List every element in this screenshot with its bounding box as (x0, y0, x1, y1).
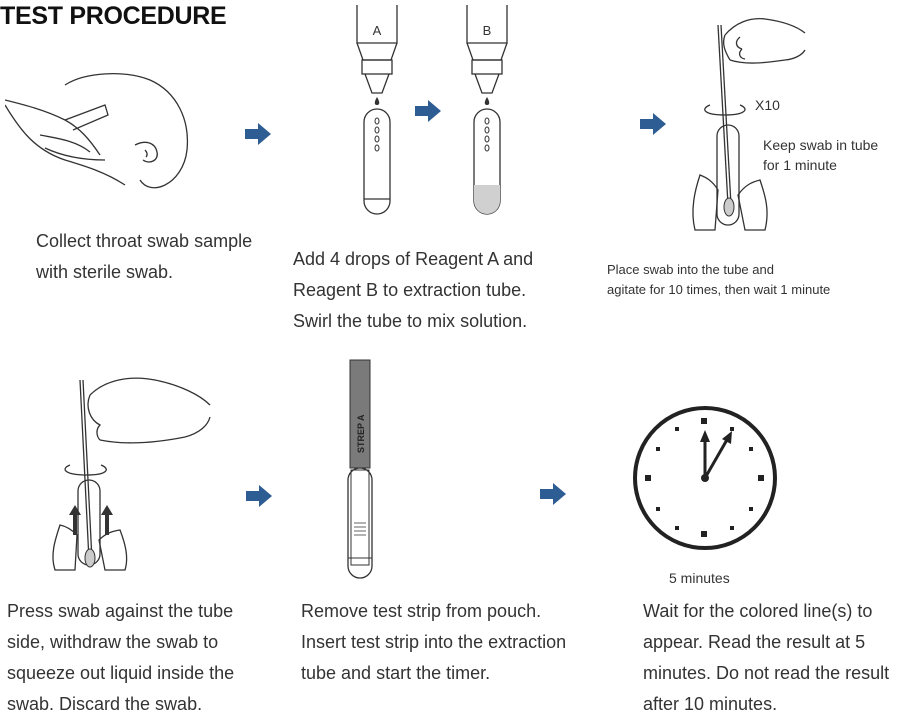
arrow-right-icon (640, 113, 666, 135)
arrow-right-icon (245, 123, 271, 145)
press-swab-illustration (45, 375, 215, 575)
arrow-right-icon (246, 485, 272, 507)
arrow-right-icon (540, 483, 566, 505)
step4-caption: Press swab against the tube side, withdr… (7, 596, 234, 720)
step5-caption: Remove test strip from pouch. Insert tes… (301, 596, 566, 689)
reagent-a-label: A (373, 23, 382, 38)
throat-swab-illustration (5, 60, 195, 200)
swab-agitation-illustration: X10 (690, 5, 810, 240)
reagent-b-label: B (483, 23, 492, 38)
strip-label: STREP A (356, 414, 366, 453)
step1-caption: Collect throat swab sample with sterile … (36, 226, 252, 288)
arrow-right-icon (415, 100, 441, 122)
clock-icon (625, 400, 785, 560)
keep-swab-note: Keep swab in tube for 1 minute (763, 135, 878, 175)
step3-caption: Place swab into the tube and agitate for… (607, 260, 830, 300)
page-title: TEST PROCEDURE (0, 2, 226, 31)
timer-label: 5 minutes (669, 568, 730, 588)
step6-caption: Wait for the colored line(s) to appear. … (643, 596, 889, 720)
step2-caption: Add 4 drops of Reagent A and Reagent B t… (293, 244, 533, 337)
agitate-count-label: X10 (755, 97, 780, 113)
test-strip-tube-illustration: STREP A (340, 358, 380, 583)
